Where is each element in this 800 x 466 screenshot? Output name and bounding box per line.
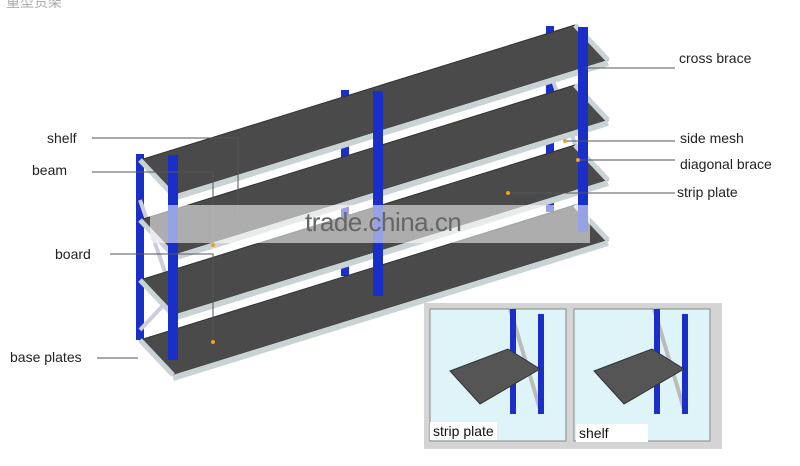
watermark: trade.china.cn <box>305 207 462 237</box>
inset-caption-shelf: shelf <box>576 424 648 442</box>
upright-front <box>373 91 383 296</box>
side-beam <box>138 338 175 377</box>
leader-shelf <box>92 137 239 215</box>
watermark-band <box>150 205 590 243</box>
front-beam <box>172 240 609 381</box>
upright-front <box>168 155 178 360</box>
leader-board <box>110 253 214 342</box>
label-shelf: shelf <box>47 130 77 146</box>
label-cross-brace: cross brace <box>679 50 752 66</box>
inset-shelf-panel <box>593 348 685 405</box>
inset-upright <box>682 314 688 414</box>
label-diagonal-brace: diagonal brace <box>680 156 772 172</box>
upright-front <box>578 27 588 232</box>
front-beam <box>172 60 609 201</box>
chinese-title: 重型货架 <box>6 0 62 10</box>
inset-caption-strip-plate: strip plate <box>430 422 497 440</box>
marker-dots <box>211 139 580 344</box>
inset-strip-plate-panel <box>449 348 541 405</box>
upright-back <box>136 154 144 340</box>
label-side-mesh: side mesh <box>680 130 744 146</box>
label-base-plates: base plates <box>10 349 82 365</box>
leader-lines <box>92 67 675 359</box>
label-beam: beam <box>32 162 68 178</box>
label-board: board <box>55 246 91 262</box>
label-strip-plate: strip plate <box>677 184 738 200</box>
inset-upright <box>538 314 544 414</box>
side-beam <box>138 158 175 197</box>
side-beam <box>138 278 175 317</box>
